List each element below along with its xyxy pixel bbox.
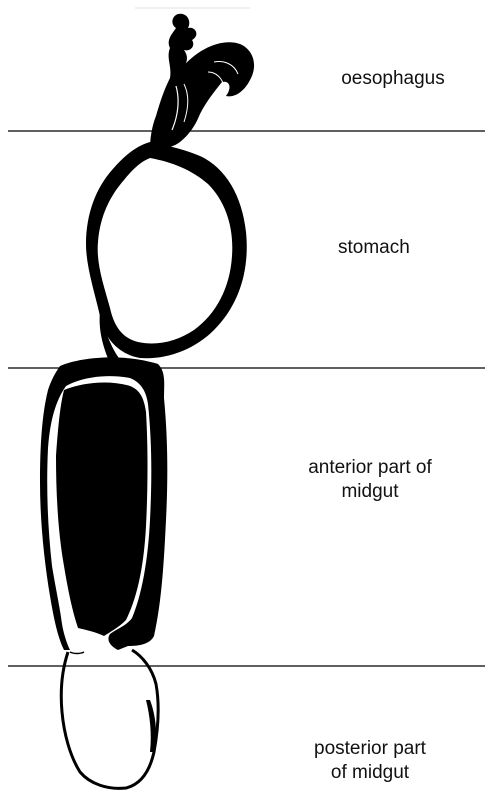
label-anterior-line-1: anterior part of — [270, 456, 470, 480]
label-stomach-text: stomach — [338, 236, 485, 260]
label-posterior-line-2: of midgut — [270, 761, 470, 785]
anterior-midgut-shape — [40, 357, 167, 650]
label-oesophagus: oesophagus — [318, 67, 468, 91]
label-anterior-midgut: anterior part of midgut — [270, 456, 470, 504]
stomach-shape — [86, 142, 247, 368]
label-posterior-line-1: posterior part — [270, 737, 470, 761]
oesophagus-shape — [150, 14, 254, 149]
posterior-midgut-shape — [61, 650, 158, 788]
label-posterior-midgut: posterior part of midgut — [270, 737, 470, 785]
label-anterior-line-2: midgut — [270, 480, 470, 504]
label-oesophagus-text: oesophagus — [318, 67, 468, 91]
label-stomach: stomach — [338, 236, 485, 260]
